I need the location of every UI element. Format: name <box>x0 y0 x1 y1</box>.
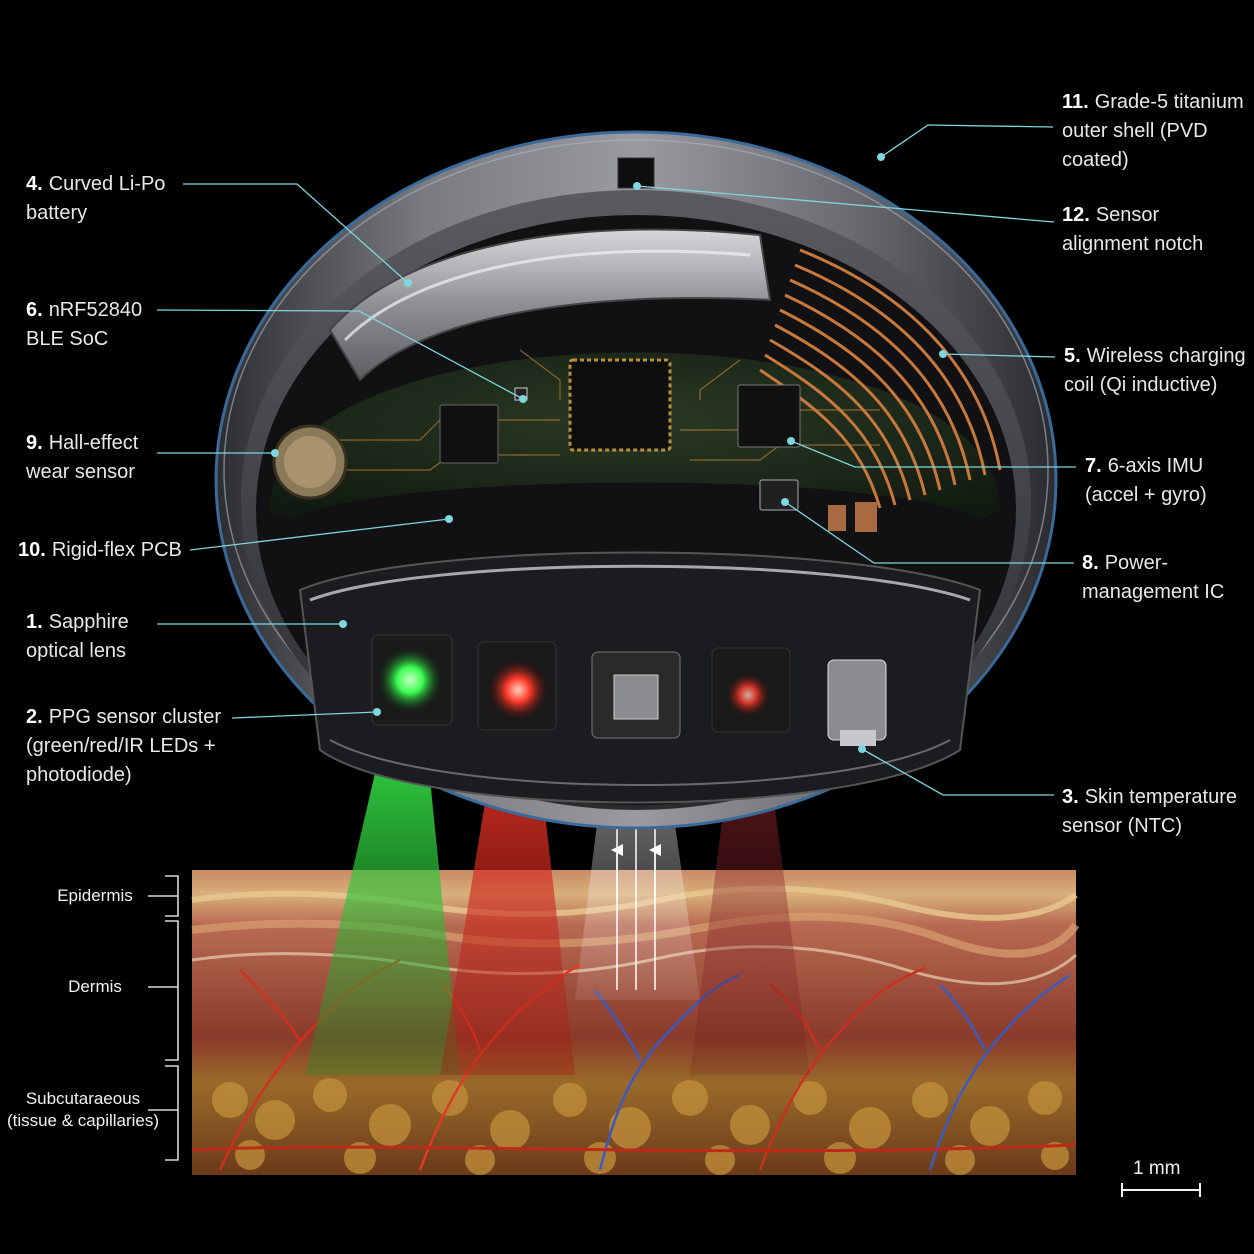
scale-bar <box>1121 1183 1201 1197</box>
scale-bar-label: 1 mm <box>1133 1158 1181 1179</box>
label-pmic: 8.Power- management IC <box>1082 552 1225 603</box>
imu-chip <box>737 384 801 448</box>
green-led <box>378 648 442 712</box>
red-led <box>488 660 548 720</box>
label-ppg-cluster: 2.PPG sensor cluster (green/red/IR LEDs … <box>26 706 221 786</box>
skin-temperature-sensor <box>827 659 887 741</box>
label-charging-coil: 5.Wireless charging coil (Qi inductive) <box>1064 345 1246 396</box>
ppg-sensor-cluster <box>371 634 791 739</box>
smart-ring <box>214 130 1058 830</box>
label-skin-temp-sensor: 3.Skin temperature sensor (NTC) <box>1062 786 1237 837</box>
layer-label-subcutaneous: Subcutaraeous (tissue & capillaries) <box>6 1089 160 1130</box>
wireless-charging-coil <box>759 248 1002 509</box>
layer-label-epidermis: Epidermis <box>57 886 133 905</box>
layer-label-dermis: Dermis <box>68 977 122 996</box>
secondary-chip <box>439 404 499 464</box>
nrf52840-soc-chip <box>568 358 672 452</box>
label-hall-sensor: 9.Hall-effect wear sensor <box>26 432 139 483</box>
ir-light-beam <box>690 710 810 1075</box>
ir-led <box>726 673 770 717</box>
label-titanium-shell: 11.Grade-5 titanium outer shell (PVD coa… <box>1062 91 1244 171</box>
label-lipo-battery: 4.Curved Li-Po battery <box>26 173 166 224</box>
label-pcb: 10.Rigid-flex PCB <box>18 539 182 561</box>
curved-lipo-battery <box>328 228 772 382</box>
photodiode <box>613 674 659 720</box>
green-light-beam <box>305 700 460 1075</box>
leader-endpoints <box>271 153 947 753</box>
label-sapphire-lens: 1.Sapphire optical lens <box>26 611 129 662</box>
label-imu: 7.6-axis IMU (accel + gyro) <box>1085 455 1207 506</box>
label-alignment-notch: 12.Sensor alignment notch <box>1062 204 1204 255</box>
pmic-chip <box>759 479 799 511</box>
label-ble-soc: 6.nRF52840 BLE SoC <box>26 299 143 350</box>
